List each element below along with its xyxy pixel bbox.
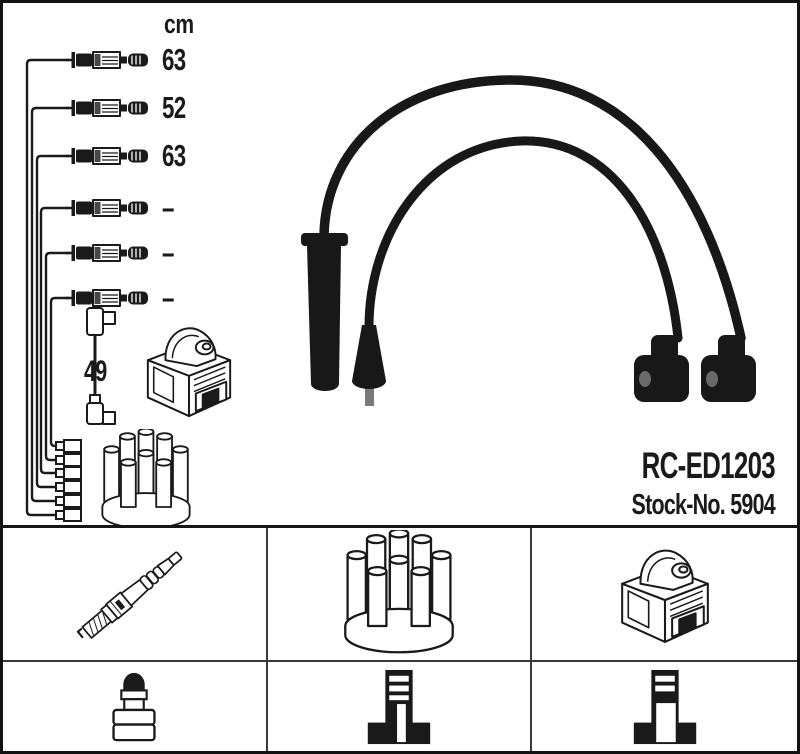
ignition-cables-photo [301,75,756,406]
wire-length-value: 52 [162,90,186,125]
spark-plug-terminal-icon [112,671,156,741]
spark-plug-icon [74,546,187,645]
legend-cell-plug-terminal [3,662,268,751]
wire-end-connectors [55,439,82,522]
wire-length-value: 63 [162,42,186,77]
distributor-connector-icon [367,669,431,744]
unit-header: cm [164,9,194,39]
wire-length-value: – [162,190,174,225]
coil-wire-length-value: 49 [84,355,107,388]
wire-length-value: – [162,235,174,270]
legend-cell-distributor-cap [267,528,533,662]
coil-wire-drawing [86,307,116,425]
ignition-coil-icon [146,327,232,418]
distributor-cap-icon [344,530,454,654]
legend-cell-distributor-connector [268,662,533,751]
legend-cell-coil-connector [532,662,797,751]
plug-wire-row-icon [66,50,150,70]
plug-wire-row-icon [66,146,150,166]
wire-length-value: 63 [162,138,186,173]
coil-connector-icon [633,669,696,744]
stock-number: Stock-No. 5904 [631,489,775,521]
wire-routing-lines [25,58,82,522]
product-code-block: RC-ED1203 Stock-No. 5904 [435,445,776,521]
plug-wire-row-icon [66,243,150,263]
plug-wire-row-icon [66,98,150,118]
legend-cell-ignition-coil [532,528,797,662]
part-number: RC-ED1203 [641,445,776,486]
plug-wire-row-icon [66,198,150,218]
legend-cell-spark-plug [3,528,268,662]
component-legend-table [3,525,797,751]
wire-length-value: – [162,280,174,315]
ignition-coil-icon [620,549,709,643]
distributor-cap-icon [101,429,191,530]
